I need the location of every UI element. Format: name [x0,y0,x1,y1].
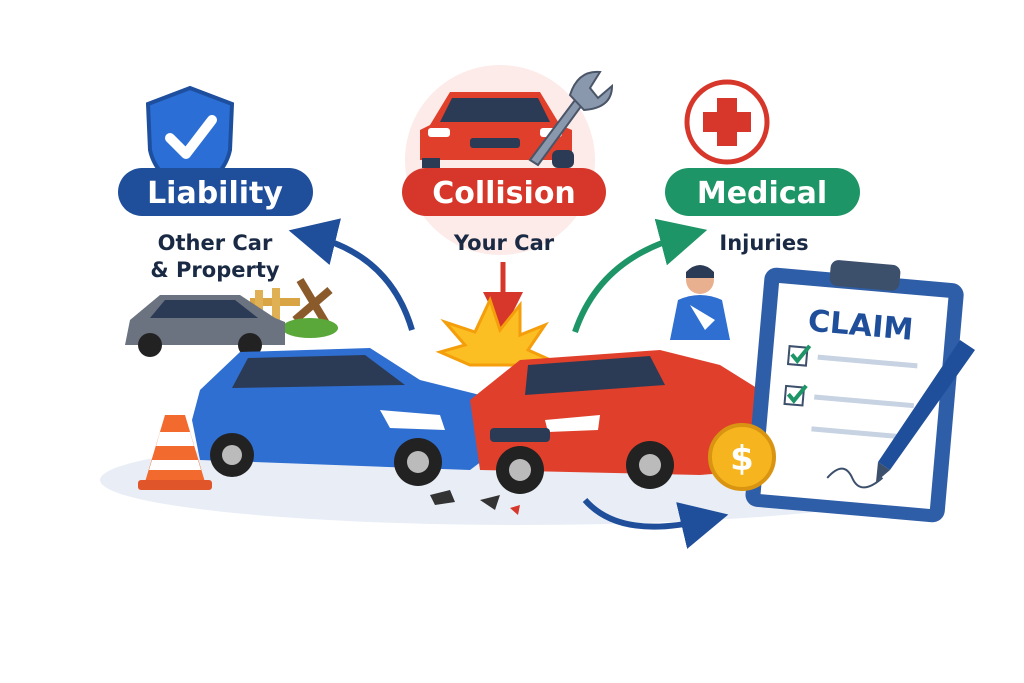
medical-title: Medical [697,176,827,211]
dollar-coin-icon: $ [708,423,776,491]
liability-subtitle-2: & Property [150,258,279,282]
arrow-to-medical [572,218,708,333]
gray-car [125,295,285,357]
coin-symbol: $ [730,439,754,479]
pen-icon [876,340,975,482]
injured-person-icon [670,265,730,340]
collision-subtitle: Your Car [453,231,555,255]
medical-cross-icon [684,79,770,165]
arrow-to-claim [582,497,729,549]
liability-title: Liability [147,176,283,211]
medical-pill: Medical [665,168,860,216]
medical-subtitle: Injuries [719,231,808,255]
liability-subtitle-1: Other Car [158,231,273,255]
debris [430,490,520,515]
claim-clipboard: CLAIM [745,260,964,523]
car-wrench-icon [420,70,614,168]
impact-burst [435,295,556,367]
traffic-cone-icon [138,415,212,490]
red-car [470,350,760,494]
liability-pill: Liability [118,168,313,216]
collision-title: Collision [432,176,576,211]
arrow-to-liability [288,218,415,331]
collision-pill: Collision [402,168,606,216]
blue-car [192,348,490,486]
